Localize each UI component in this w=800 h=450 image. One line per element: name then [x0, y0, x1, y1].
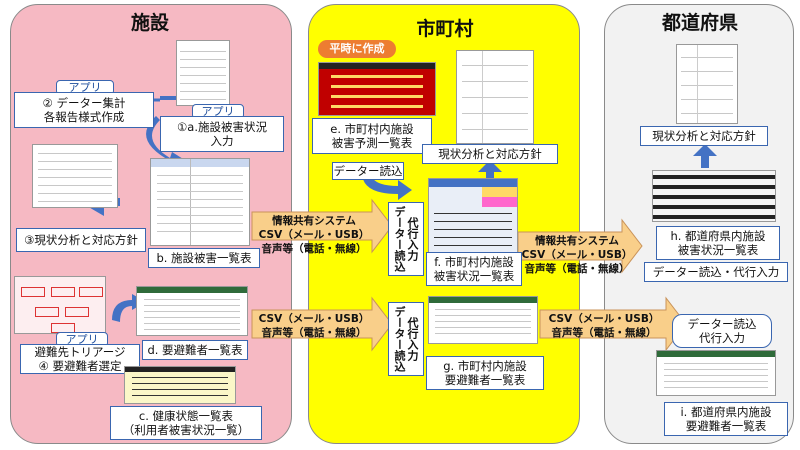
proxy-box-2: 代行入力 データー読込 — [388, 302, 424, 376]
prediction-list-box: e. 市町村内施設 被害予測一覧表 — [312, 118, 432, 154]
evacuee-summary-box: g. 市町村内施設 要避難者一覧表 — [426, 356, 544, 390]
prediction-list-thumb — [318, 62, 436, 116]
damage-list-thumb — [150, 158, 250, 246]
proxy-box-1: 代行入力 データー読込 — [388, 202, 424, 276]
health-list-thumb — [124, 366, 236, 404]
damage-input-box: ①a.施設被害状況 入力 — [160, 116, 284, 152]
peacetime-badge: 平時に作成 — [318, 40, 396, 58]
facility-analysis-box: ③現状分析と対応方針 — [16, 228, 146, 252]
info-share-text-2: 情報共有システム CSV（メール・USB） 音声等（電話・無線） — [521, 235, 633, 275]
data-read-box: データー読込 — [332, 162, 404, 180]
pref-read-input-box-2: データー読込 代行入力 — [672, 314, 772, 348]
data-aggregate-box: ② データー集計 各報告様式作成 — [14, 92, 154, 128]
facility-title: 施設 — [130, 12, 169, 34]
health-list-box: c. 健康状態一覧表 （利用者被害状況一覧） — [110, 406, 262, 440]
pref-evacuee-box: i. 都道府県内施設 要避難者一覧表 — [664, 402, 788, 436]
blue-curve-arrow-read — [361, 170, 412, 200]
pref-damage-thumb — [652, 170, 776, 222]
app-tag-input: アプリ — [192, 104, 244, 119]
evacuee-list-box: d. 要避難者一覧表 — [142, 340, 248, 360]
orange-arrow-f-to-h — [517, 218, 643, 274]
muni-analysis-box: 現状分析と対応方針 — [422, 144, 558, 164]
prefecture-title: 都道府県 — [661, 12, 738, 34]
csv-text-2: CSV（メール・USB） 音声等（電話・無線） — [548, 313, 660, 339]
pref-damage-box: h. 都道府県内施設 被害状況一覧表 — [656, 226, 780, 260]
pref-read-input-box: データー読込・代行入力 — [644, 262, 788, 282]
csv-text-1: CSV（メール・USB） 音声等（電話・無線） — [258, 313, 370, 339]
muni-analysis-thumb — [456, 50, 534, 144]
info-share-text-1: 情報共有システム CSV（メール・USB） 音声等（電話・無線） — [258, 215, 370, 255]
blue-arrow-up-pref — [693, 144, 717, 168]
evacuee-list-thumb — [136, 286, 248, 336]
evacuee-summary-thumb — [428, 296, 538, 344]
damage-list-box: b. 施設被害一覧表 — [148, 248, 260, 268]
damage-summary-thumb — [428, 178, 518, 254]
app-tag-triage: アプリ — [56, 332, 108, 347]
triage-flow-thumb — [14, 276, 106, 334]
pref-evacuee-thumb — [656, 350, 776, 396]
triage-box: 避難先トリアージ ④ 要避難者選定 — [20, 344, 140, 374]
report-form-thumb — [32, 144, 118, 208]
orange-arrow-d-to-g — [251, 296, 393, 352]
damage-summary-box: f. 市町村内施設 被害状況一覧表 — [426, 252, 522, 286]
pref-analysis-thumb — [676, 44, 738, 124]
municipality-title: 市町村 — [416, 18, 474, 40]
pref-analysis-box: 現状分析と対応方針 — [640, 126, 768, 146]
orange-arrow-b-to-f — [251, 198, 393, 254]
damage-input-thumb — [176, 40, 230, 106]
blue-arrow-up-muni — [478, 160, 502, 192]
